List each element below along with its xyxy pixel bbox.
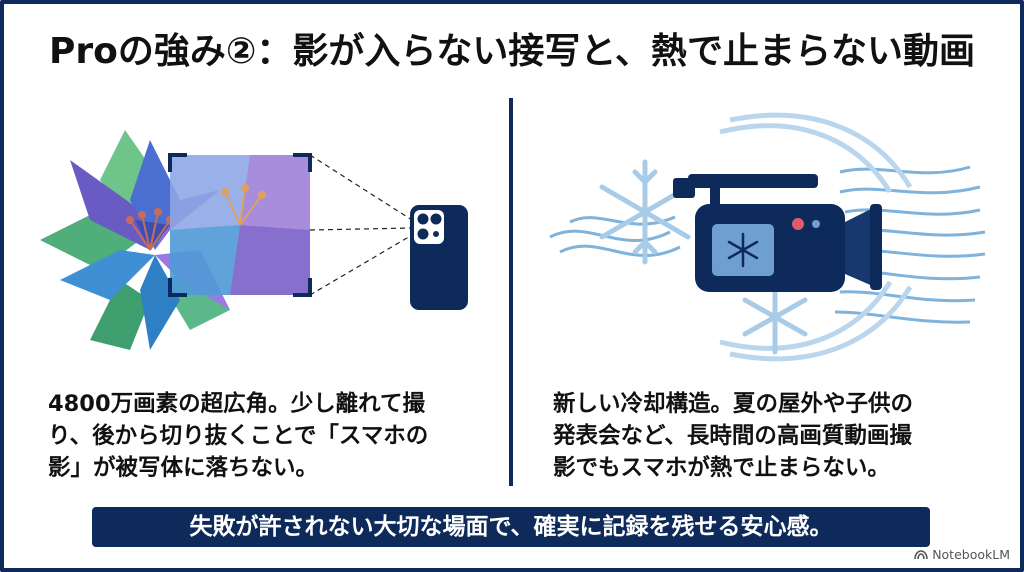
video-camera-icon	[673, 174, 882, 292]
snowflake-icon-bottom	[742, 279, 808, 355]
left-description-line: り、後から切り抜くことで「スマホの	[48, 423, 429, 449]
macro-crop-box	[168, 153, 312, 297]
left-description-line: 4800万画素の超広角。少し離れて撮	[48, 391, 425, 417]
right-description-line: 発表会など、長時間の高画質動画撮	[553, 423, 912, 449]
brand-mark: NotebookLM	[914, 547, 1010, 562]
notebooklm-logo-icon	[914, 549, 928, 559]
flower-macro-illustration	[30, 120, 490, 360]
left-description: 4800万画素の超広角。少し離れて撮 り、後から切り抜くことで「スマホの 影」が…	[48, 388, 428, 484]
snowflake-icon-large	[599, 159, 691, 265]
right-description-line: 影でもスマホが熱で止まらない。	[553, 455, 890, 481]
right-description: 新しい冷却構造。夏の屋外や子供の 発表会など、長時間の高画質動画撮 影でもスマホ…	[553, 388, 913, 484]
brand-name: NotebookLM	[932, 547, 1010, 562]
left-description-line: 影」が被写体に落ちない。	[48, 455, 319, 481]
column-divider	[509, 98, 513, 486]
summary-banner: 失敗が許されない大切な場面で、確実に記録を残せる安心感。	[92, 507, 930, 547]
phone-icon	[410, 205, 468, 310]
page-title: Proの強み②：影が入らない接写と、熱で止まらない動画	[49, 31, 975, 72]
snowflake-icon-screen	[727, 232, 759, 268]
flower-macro-svg	[40, 130, 468, 350]
cooling-arcs	[719, 112, 913, 362]
focus-dashed-lines	[309, 154, 413, 296]
right-description-line: 新しい冷却構造。夏の屋外や子供の	[553, 391, 914, 417]
flower-stamens	[126, 208, 174, 251]
cooled-camera-illustration	[540, 112, 990, 362]
cooled-camera-svg	[549, 112, 986, 362]
